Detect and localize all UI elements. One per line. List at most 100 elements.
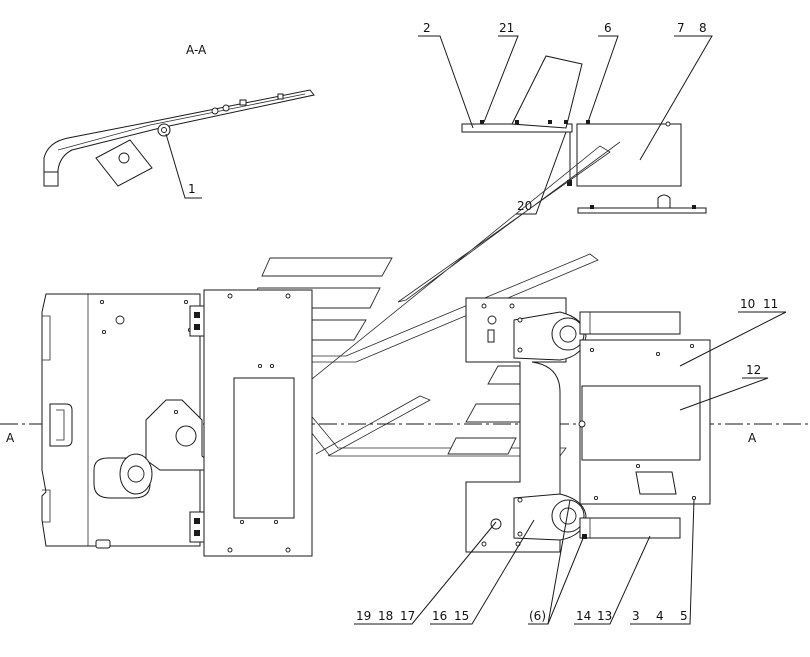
lower-seat-dot-1	[517, 497, 523, 503]
section-fitting-4	[277, 93, 284, 100]
cover-dot-4	[635, 463, 641, 469]
cover-dot-5	[593, 495, 599, 501]
upper-seat-hub	[559, 325, 577, 343]
frame-hole-6	[490, 518, 502, 530]
detail-lid	[511, 55, 583, 129]
cab-center-dot	[173, 409, 179, 415]
section-rail	[43, 89, 315, 187]
section-marker-right: A	[748, 431, 757, 445]
hinge-upper-screw-1	[194, 312, 200, 318]
callout-16: 16	[432, 609, 447, 623]
door-hole-2	[285, 293, 291, 299]
right-assembly: 10 11 12 19 18 17 16 15 (6) 14 13 3 4 5	[354, 297, 787, 625]
cab-left-notch-1	[42, 315, 51, 361]
arrow-upper-line	[285, 141, 621, 401]
door-window	[233, 377, 295, 519]
door-dot-3	[239, 519, 245, 525]
cab-center-port	[175, 425, 197, 447]
door-dot-1	[257, 363, 263, 369]
callout-10: 10	[740, 297, 755, 311]
section-fitting-2	[222, 104, 230, 112]
leader-1	[165, 133, 202, 199]
cab-dot-2	[101, 329, 107, 335]
frame-hole-1	[481, 303, 487, 309]
leader-16-15	[430, 519, 535, 625]
callout-11: 11	[763, 297, 778, 311]
callout-15: 15	[454, 609, 469, 623]
leader-14-13	[574, 535, 651, 625]
door-dot-2	[269, 363, 275, 369]
arrow-lower-bar-3	[447, 437, 517, 455]
cover-dot-1	[589, 347, 595, 353]
arrow-lower-link	[315, 395, 431, 457]
section-fitting-1	[211, 107, 219, 115]
left-assembly	[41, 289, 313, 557]
leader-7-8	[639, 35, 713, 161]
cab-left-notch-2	[42, 489, 51, 523]
section-bracket-hole	[118, 152, 130, 164]
callout-4: 4	[656, 609, 664, 623]
leader-10-11	[679, 311, 787, 367]
leader-3-4-5	[630, 499, 695, 625]
callout-1: 1	[188, 182, 196, 196]
callout-3: 3	[632, 609, 640, 623]
callout-13: 13	[597, 609, 612, 623]
arrow-upper-bar-1	[261, 257, 393, 277]
cover-cutout	[635, 471, 677, 495]
section-end-cap	[43, 171, 59, 187]
door-hole-4	[285, 547, 291, 553]
callout-8: 8	[699, 21, 707, 35]
cover-pivot	[578, 420, 586, 428]
callout-14: 14	[576, 609, 591, 623]
leader-19-18-17	[354, 521, 497, 625]
leader-2	[418, 35, 474, 129]
cover-window	[581, 385, 701, 461]
callout-7: 7	[677, 21, 685, 35]
leader-6-top	[587, 35, 619, 123]
upper-rail	[579, 311, 681, 335]
detail-strip	[577, 207, 707, 214]
detail-clip-3	[548, 120, 552, 124]
detail-box	[576, 123, 682, 187]
lower-seat-dot-2	[517, 531, 523, 537]
cab-handle	[49, 403, 73, 447]
cover-dot-2	[655, 351, 661, 357]
frame-hole-3	[487, 315, 497, 325]
frame-hole-2	[509, 303, 515, 309]
section-pivot-center	[161, 127, 167, 133]
detail-strip-clip-2	[692, 205, 696, 209]
callout-6-bottom: (6)	[529, 609, 546, 623]
section-fitting-3	[239, 99, 247, 106]
cab-hole-upper	[115, 315, 125, 325]
upper-seat-dot-1	[517, 317, 523, 323]
cab-slot	[95, 539, 111, 549]
section-title: A-A	[186, 43, 207, 57]
door-hole-1	[227, 293, 233, 299]
hinge-lower-screw-2	[194, 530, 200, 536]
frame-hole-4	[481, 541, 487, 547]
callout-17: 17	[400, 609, 415, 623]
leader-21	[483, 35, 519, 123]
callout-2: 2	[423, 21, 431, 35]
cab-dot-1	[99, 299, 105, 305]
rail-bolt	[582, 534, 587, 539]
cab-pedal-hub	[127, 465, 145, 483]
cover-dot-3	[689, 343, 695, 349]
leader-12	[679, 377, 769, 411]
cab-dot-3	[183, 299, 189, 305]
section-marker-left: A	[6, 431, 15, 445]
callout-12: 12	[746, 363, 761, 377]
door-hole-3	[227, 547, 233, 553]
detail-hose-end	[567, 180, 572, 186]
section-rail-inner-line	[57, 93, 306, 151]
section-view-a-a: A-A 1	[43, 43, 315, 199]
detail-clip-4	[564, 120, 568, 124]
frame-slot	[487, 329, 495, 343]
hinge-upper-screw-2	[194, 324, 200, 330]
hinge-lower-screw-1	[194, 518, 200, 524]
cover-dot-6	[691, 495, 697, 501]
lower-seat-hub	[559, 507, 577, 525]
detail-clip-1	[480, 120, 484, 124]
callout-19: 19	[356, 609, 371, 623]
